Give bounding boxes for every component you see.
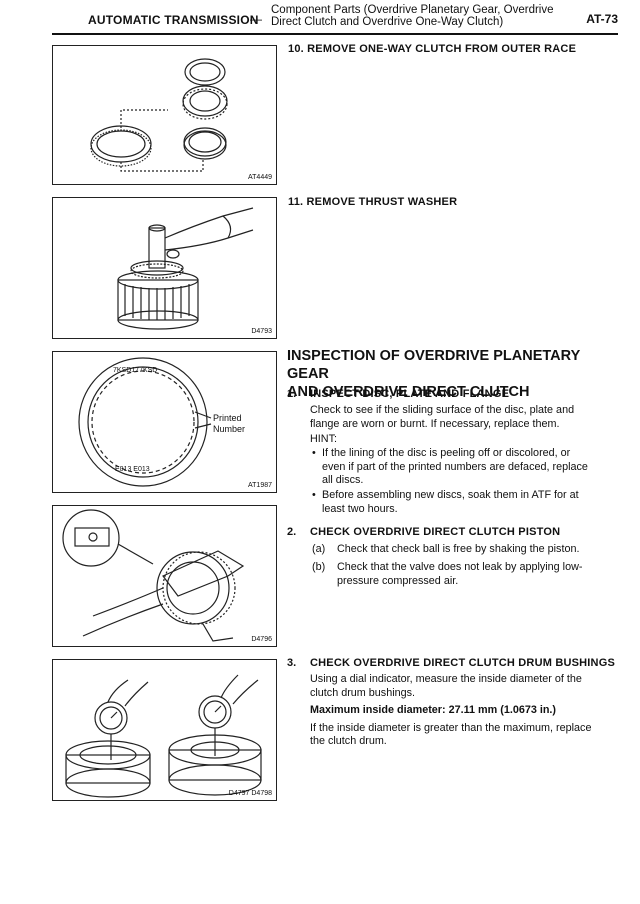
item-1-bullet-1: • If the lining of the disc is peeling o… bbox=[312, 447, 588, 486]
item-2-a-label: (a) bbox=[312, 543, 326, 555]
item-3-body: Using a dial indicator, measure the insi… bbox=[310, 673, 592, 747]
item-1-body: Check to see if the sliding surface of t… bbox=[310, 404, 575, 445]
section-title-line2: AND OVERDRIVE DIRECT CLUTCH bbox=[287, 384, 530, 400]
thrust-washer-removal-icon bbox=[117, 207, 254, 330]
clutch-disc-icon bbox=[78, 357, 212, 487]
page-header: AUTOMATIC TRANSMISSION — Component Parts… bbox=[88, 4, 618, 32]
section-title: INSPECTION OF OVERDRIVE PLANETARY GEAR A… bbox=[287, 347, 617, 401]
item-2-number: 2. bbox=[287, 526, 297, 538]
item-1-title: INSPECT DISC, PLATE AND FLANGE bbox=[310, 388, 510, 400]
item-2-a-text: Check that check ball is free by shaking… bbox=[337, 543, 580, 555]
item-3-number: 3. bbox=[287, 657, 297, 669]
section-name: AUTOMATIC TRANSMISSION bbox=[88, 13, 259, 27]
figure-thrust-washer: D4793 bbox=[52, 197, 277, 339]
figure-code: D4797 D4798 bbox=[228, 790, 272, 797]
item-1-bullet-2: • Before assembling new discs, soak them… bbox=[312, 489, 579, 515]
figure-dial-indicator: D4797 D4798 bbox=[52, 659, 277, 801]
page-number: AT-73 bbox=[586, 12, 618, 26]
header-subtitle-line1: Component Parts (Overdrive Planetary Gea… bbox=[271, 4, 554, 16]
header-rule bbox=[52, 33, 618, 35]
figure-piston-check: D4796 bbox=[52, 505, 277, 647]
section-title-line1: INSPECTION OF OVERDRIVE PLANETARY GEAR bbox=[287, 348, 580, 382]
figure-code: D4793 bbox=[251, 328, 272, 335]
figure-clutch-disc: 7KSD177KSD E013 E013 Printed Number AT19… bbox=[52, 351, 277, 493]
bullet-dot: • bbox=[312, 447, 316, 459]
step-11-title: 11. REMOVE THRUST WASHER bbox=[288, 196, 458, 208]
item-2-b-text: Check that the valve does not leak by ap… bbox=[337, 561, 583, 587]
figure-code: D4796 bbox=[251, 636, 272, 643]
item-2-b-label: (b) bbox=[312, 561, 326, 573]
piston-check-icon bbox=[62, 509, 245, 642]
header-subtitle-line2: Direct Clutch and Overdrive One-Way Clut… bbox=[271, 16, 504, 28]
figure-clutch-race: AT4449 bbox=[52, 45, 277, 185]
item-3-title: CHECK OVERDRIVE DIRECT CLUTCH DRUM BUSHI… bbox=[310, 657, 615, 669]
clutch-race-exploded-icon bbox=[90, 58, 228, 172]
printed-number-label: Printed Number bbox=[213, 413, 246, 434]
bullet-dot: • bbox=[312, 489, 316, 501]
disc-top-mark: 7KSD177KSD bbox=[113, 367, 158, 374]
figure-code: AT4449 bbox=[248, 174, 272, 181]
header-dash: — bbox=[250, 12, 262, 26]
figure-code: AT1987 bbox=[248, 482, 272, 489]
dial-indicator-icon bbox=[65, 674, 262, 798]
item-2-title: CHECK OVERDRIVE DIRECT CLUTCH PISTON bbox=[310, 526, 561, 538]
header-subtitle: Component Parts (Overdrive Planetary Gea… bbox=[271, 4, 554, 28]
disc-bottom-mark: E013 E013 bbox=[115, 466, 150, 473]
item-1-number: 1. bbox=[287, 388, 297, 400]
step-10-title: 10. REMOVE ONE-WAY CLUTCH FROM OUTER RAC… bbox=[288, 43, 577, 55]
max-inside-diameter: Maximum inside diameter: 27.11 mm (1.067… bbox=[310, 704, 557, 716]
